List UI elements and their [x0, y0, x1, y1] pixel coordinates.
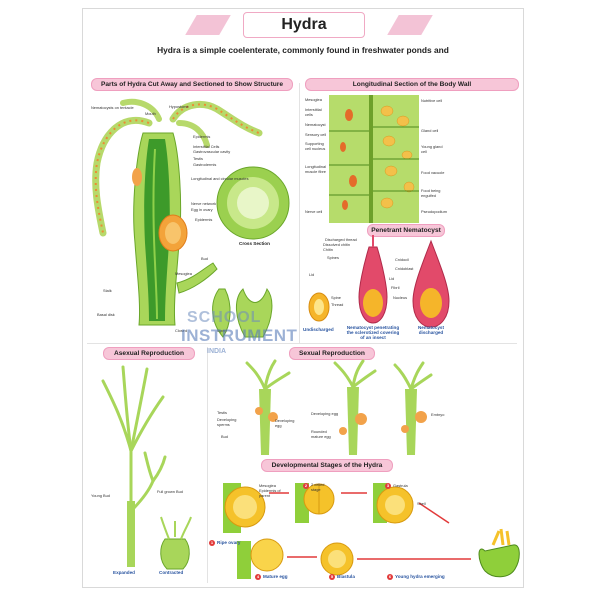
label-gastro-cavity: Gastrovascular cavity — [193, 149, 231, 154]
wall-label-nerve: Nerve cell — [305, 209, 323, 214]
stage-number-1: 1 — [209, 540, 215, 546]
sexual-reproduction-diagram — [245, 359, 433, 455]
stage-label-mesoglea: Mesoglea — [259, 483, 276, 488]
label-basal: Basal disk — [97, 312, 115, 317]
nem-label-spine: Spine — [331, 295, 341, 300]
label-mouth: Mouth — [145, 111, 156, 116]
nem-label-dissolved: Dissolved chitin — [323, 242, 351, 247]
wall-label-interstitial: Interstitial cells — [305, 107, 322, 117]
nem-caption-undischarged: Undischarged — [303, 327, 334, 332]
stage-caption-ripe-ovary: Ripe ovary — [217, 540, 241, 545]
developmental-stages-diagram — [223, 483, 520, 579]
section-stages-title: Developmental Stages of the Hydra — [261, 459, 393, 472]
nem-label-fibril: Fibril — [391, 285, 400, 290]
label-open: Open — [217, 328, 227, 333]
label-epidermis-2: Epidermis — [195, 217, 213, 222]
wall-label-supporting: Supporting cell nucleus — [305, 141, 326, 151]
section-parts-title: Parts of Hydra Cut Away and Sectioned to… — [91, 78, 293, 91]
label-closed: Closed — [175, 328, 188, 333]
nematocyst-diagram — [308, 235, 450, 328]
body-wall-diagram — [329, 95, 419, 223]
section-sexual-title: Sexual Reproduction — [289, 347, 375, 360]
asexual-caption-expanded: Expanded — [113, 570, 135, 575]
watermark-line2: INSTRUMENT — [181, 326, 298, 345]
label-epidermis: Epidermis — [193, 134, 211, 139]
wall-label-nutritive: Nutritive cell — [421, 98, 443, 103]
stage-caption-blastula: Blastula — [337, 574, 355, 579]
caption-cross-section: Cross Section — [239, 241, 270, 246]
wall-label-sensory: Sensory cell — [305, 132, 327, 137]
stage-number-3: 3 — [385, 483, 391, 489]
label-stalk: Stalk — [103, 288, 112, 293]
wall-label-pseudopodium: Pseudopodium — [421, 209, 447, 214]
sexual-label-bud: Bud — [221, 434, 228, 439]
label-nematocysts: Nematocysts on tentacle — [91, 105, 134, 110]
label-testis: Testis — [193, 156, 203, 161]
nem-caption-discharged: Nematocyst discharged — [417, 325, 445, 335]
stage-number-5: 5 — [329, 574, 335, 580]
asexual-reproduction-diagram — [101, 365, 192, 570]
label-interstitial: Interstitial Cells — [193, 144, 220, 149]
wall-label-longitudinal: Longitudinal muscle fibre — [305, 164, 326, 174]
stage-caption-mature-egg: Mature egg — [263, 574, 288, 579]
stage-caption-young-hydra: Young hydra emerging — [395, 574, 445, 579]
wall-label-food-vacuole: Food vacuole — [421, 170, 445, 175]
wall-label-food-engulfed: Food being engulfed — [421, 188, 441, 198]
watermark-logo: SCHOOL INSTRUMENT INDIA — [181, 309, 351, 369]
asexual-label-full-grown: Full grown Bud — [157, 489, 183, 494]
asexual-caption-contracted: Contracted — [159, 570, 184, 575]
stage-label-gastrula: Gastrula — [393, 483, 408, 488]
nem-label-cnidoblast: Cnidoblast — [395, 266, 414, 271]
wall-label-nematocyst: Nematocyst — [305, 122, 326, 127]
nem-label-spines: Spines — [327, 255, 339, 260]
label-hypostome: Hypostome — [169, 104, 189, 109]
section-nematocyst-title: Penetrant Nematocyst — [367, 224, 445, 237]
label-gastrodermis: Gastrodermis — [193, 162, 217, 167]
hydra-poster: Hydra Hydra is a simple coelenterate, co… — [82, 8, 524, 588]
nem-label-chitin: Chitin — [323, 247, 333, 252]
asexual-label-young-bud: Young Bud — [91, 493, 110, 498]
nem-label-nucleus: Nucleus — [393, 295, 408, 300]
nem-label-cnidocil: Cnidocil — [395, 257, 409, 262]
sexual-label-rounded: Rounded mature egg — [311, 429, 331, 439]
hydra-cutaway-diagram — [92, 98, 290, 338]
label-egg: Egg in ovary — [191, 207, 213, 212]
stage-number-4: 4 — [255, 574, 261, 580]
page-title: Hydra — [243, 12, 365, 38]
stage-label-epidermis: Epidermis of parent — [259, 488, 281, 498]
wall-label-mesoglea: Mesoglea — [305, 97, 322, 102]
stage-number-6: 6 — [387, 574, 393, 580]
wall-label-young-gland: Young gland cell — [421, 144, 443, 154]
sexual-label-developing-sperms: Developing sperms — [217, 417, 237, 427]
watermark-line1: SCHOOL — [187, 309, 262, 326]
wall-label-gland: Gland cell — [421, 128, 439, 133]
nem-label-discharged: Discharged thread — [325, 237, 357, 242]
sexual-label-developing-egg-2: Developing egg — [311, 411, 339, 416]
nem-label-lid-2: Lid — [389, 276, 395, 281]
nem-caption-penetrating: Nematocyst penetrating the sclerotized c… — [346, 325, 400, 340]
section-longitudinal-title: Longitudinal Section of the Body Wall — [305, 78, 519, 91]
label-mesoglea: Mesoglea — [175, 271, 192, 276]
sexual-label-embryo: Embryo — [431, 412, 445, 417]
stage-label-two-celled: 2 celled stage — [311, 482, 325, 492]
sexual-label-developing-egg: Developing egg — [275, 418, 295, 428]
label-bud: Bud — [201, 256, 208, 261]
section-asexual-title: Asexual Reproduction — [103, 347, 195, 360]
divider-vertical-top — [299, 83, 300, 343]
nem-label-lid: Lid — [309, 272, 315, 277]
stage-number-2: 2 — [303, 483, 309, 489]
divider-vertical-bottom — [207, 347, 208, 583]
label-nerve: Nerve network — [191, 201, 217, 206]
label-muscles: Longitudinal and circular muscles — [191, 176, 249, 181]
page-subtitle: Hydra is a simple coelenterate, commonly… — [157, 45, 449, 55]
nem-label-thread: Thread — [331, 302, 344, 307]
divider-horizontal — [87, 343, 517, 344]
stage-label-shell: Shell — [417, 501, 426, 506]
watermark-line3: INDIA — [207, 348, 227, 355]
sexual-label-testis: Testis — [217, 410, 227, 415]
